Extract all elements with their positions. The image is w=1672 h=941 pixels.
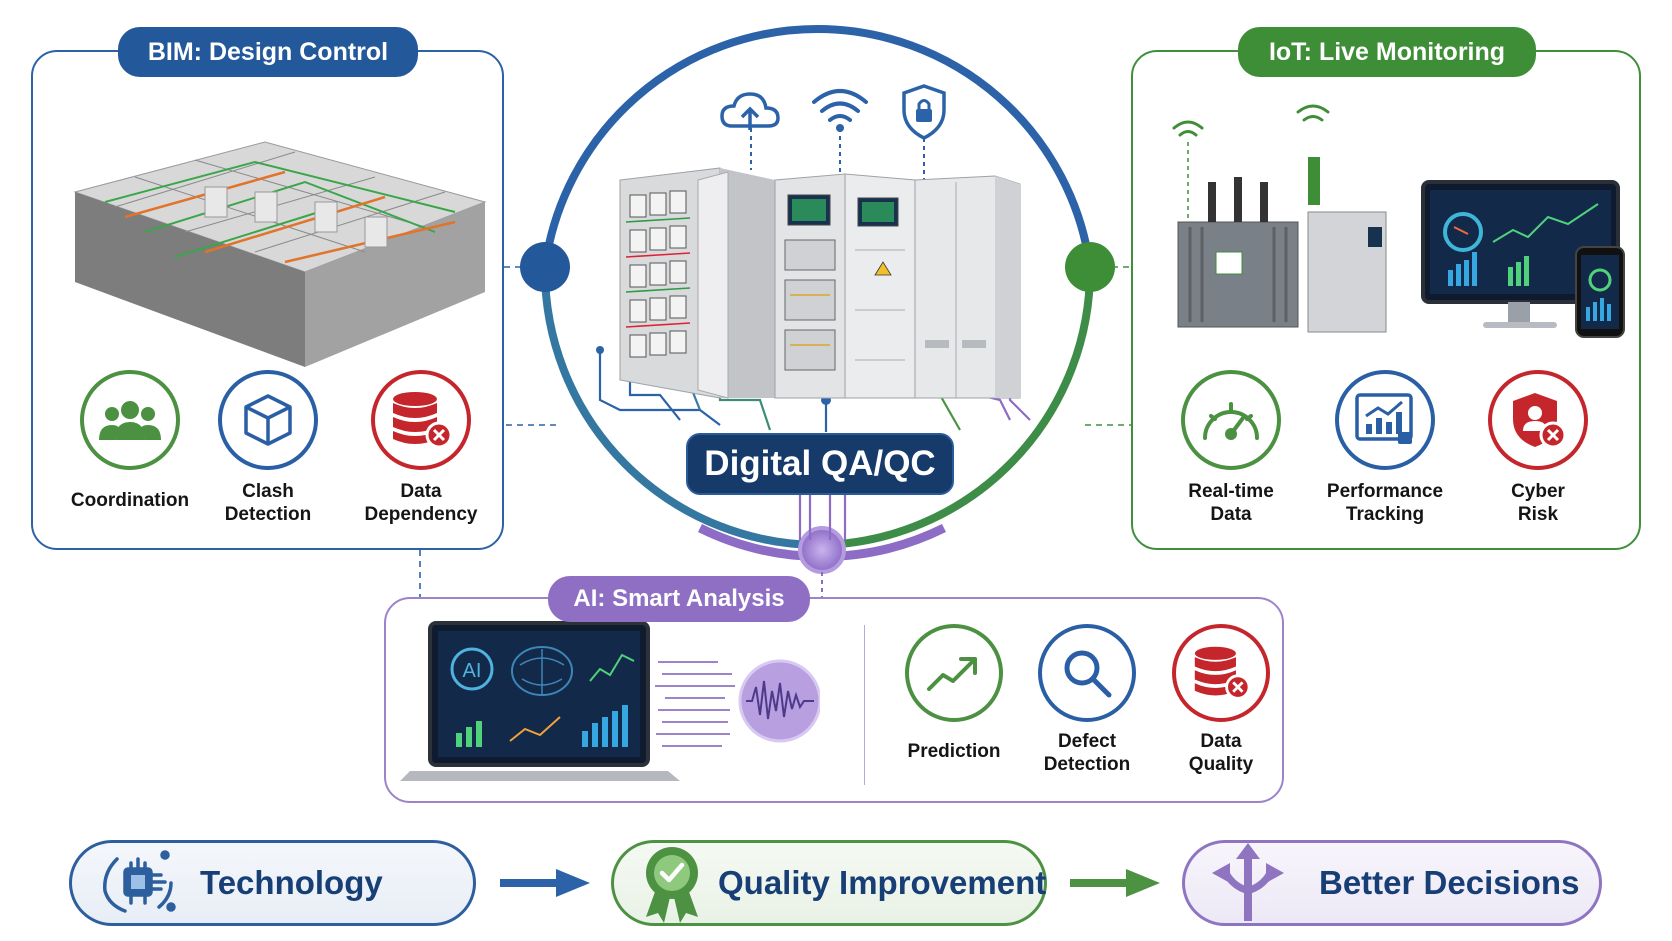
bim-feature-coordination: Coordination <box>55 370 205 512</box>
trend-up-icon <box>905 624 1003 722</box>
feature-label: Data <box>1210 504 1252 525</box>
flow-step-better-decisions: Better Decisions <box>1182 840 1602 926</box>
iot-title-pill: IoT: Live Monitoring <box>1238 27 1536 77</box>
feature-label: Cyber <box>1511 481 1565 502</box>
flow-arrows <box>500 869 1160 897</box>
gauge-icon <box>1181 370 1281 470</box>
feature-label: Data <box>400 481 442 502</box>
dashboard-monitor <box>1421 180 1620 328</box>
feature-label: Defect <box>1057 731 1117 752</box>
ai-laptop-illustration: AI <box>400 621 820 781</box>
cloud-upload-icon <box>720 92 780 130</box>
feature-label: Dependency <box>364 504 478 525</box>
team-icon <box>80 370 180 470</box>
shield-lock-icon <box>902 84 946 140</box>
flow-step-quality-improvement: Quality Improvement <box>611 840 1047 926</box>
switchgear-cabinets <box>619 84 1021 399</box>
feature-label: Data <box>1200 731 1242 752</box>
database-error-icon <box>371 370 471 470</box>
central-ring <box>520 24 1115 600</box>
chip-hand-icon <box>92 843 182 923</box>
feature-label: Prediction <box>907 741 1001 762</box>
feature-label: Risk <box>1517 504 1559 525</box>
feature-label: Real-time <box>1188 481 1274 502</box>
cube-icon <box>218 370 318 470</box>
transformer <box>1172 120 1299 328</box>
database-error-icon <box>1172 624 1270 722</box>
split-arrows-icon <box>1203 843 1293 923</box>
ai-feature-prediction: Prediction <box>879 624 1029 763</box>
ai-panel: AI <box>384 597 1284 803</box>
feature-label: Quality <box>1188 754 1254 775</box>
feature-label: Tracking <box>1345 504 1425 525</box>
magnifier-icon <box>1038 624 1136 722</box>
flow-step-technology: Technology <box>69 840 476 926</box>
quality-medal-icon <box>640 843 704 923</box>
feature-label: Coordination <box>70 490 190 511</box>
feature-label: Clash <box>242 481 294 502</box>
cabinet-control <box>774 173 846 399</box>
cabinet-closed <box>914 175 1021 399</box>
flow-label-quality-improvement: Quality Improvement <box>718 864 1047 901</box>
ai-panel-divider <box>864 625 865 785</box>
laptop-ai-badge: AI <box>463 660 482 682</box>
wifi-icon <box>812 89 868 132</box>
iot-devices-illustration <box>1172 104 1625 338</box>
mobile-phone <box>1575 246 1625 338</box>
bim-title-pill: BIM: Design Control <box>118 27 418 77</box>
digital-qaqc-title: Digital QA/QC <box>686 433 954 495</box>
feature-label: Performance <box>1326 481 1444 502</box>
laptop: AI <box>400 621 680 781</box>
data-stream <box>655 661 735 747</box>
shield-hacker-icon <box>1488 370 1588 470</box>
bim-building-model <box>73 141 487 367</box>
flow-label-better-decisions: Better Decisions <box>1319 864 1580 901</box>
cabinet-open-breakers <box>619 167 775 399</box>
cabinet-hmi <box>844 173 916 399</box>
chart-monitor-icon <box>1335 370 1435 470</box>
feature-label: Detection <box>1043 754 1131 775</box>
ai-waveform-orb <box>738 659 820 743</box>
feature-label: Detection <box>224 504 312 525</box>
ai-title-pill: AI: Smart Analysis <box>548 576 810 622</box>
monitoring-cabinet <box>1296 104 1387 333</box>
flow-label-technology: Technology <box>200 864 383 901</box>
